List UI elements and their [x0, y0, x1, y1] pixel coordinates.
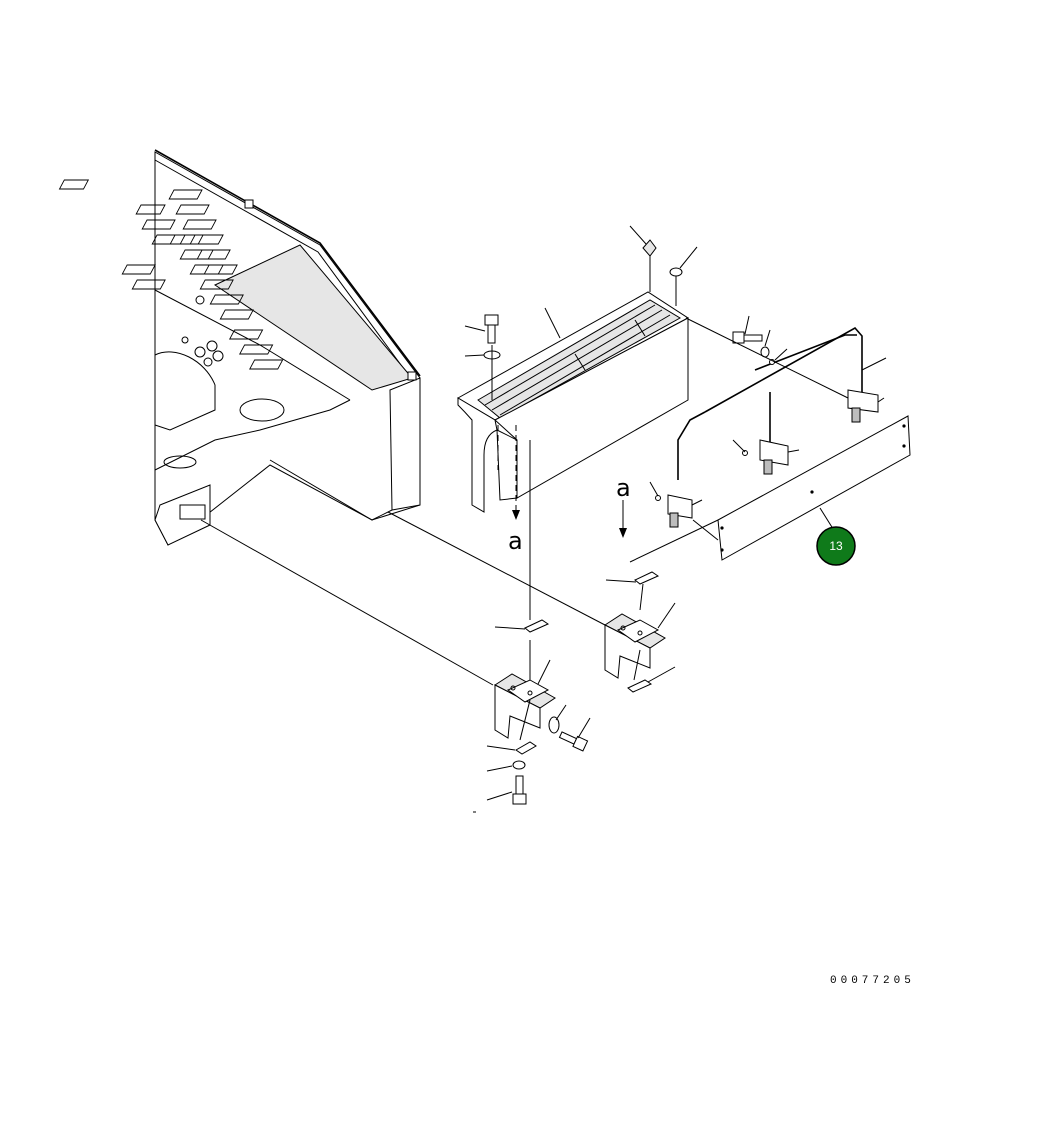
mounting-bracket-right	[604, 613, 666, 679]
callout-13-badge[interactable]: 13	[816, 526, 856, 566]
view-label-a-upper: a	[616, 474, 631, 502]
view-label-a-lower: a	[508, 527, 523, 555]
callout-ticks	[464, 225, 887, 813]
drawing-number: 00077205	[830, 975, 915, 987]
hardware-bolts	[483, 239, 775, 805]
frame-clip	[244, 199, 417, 381]
callout-13-label: 13	[829, 539, 843, 553]
mounting-bracket-left	[494, 673, 556, 739]
machine-frame-deck	[154, 149, 421, 546]
assembly-leader-lines	[200, 256, 849, 741]
handrail	[667, 326, 879, 528]
deck-slots	[58, 179, 284, 370]
fender-cover	[456, 291, 689, 513]
kick-plate	[717, 415, 911, 561]
